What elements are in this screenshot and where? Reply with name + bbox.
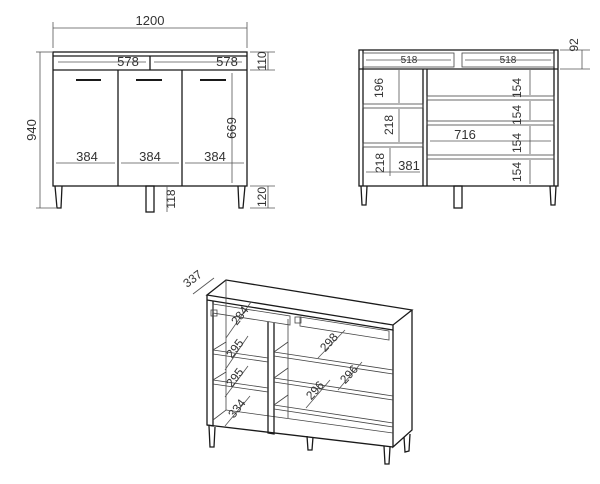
right-shelf-2-label: 154: [510, 105, 524, 125]
iso-inner-depth-dim: [225, 301, 252, 339]
iso-divider: [267, 322, 275, 435]
iso-right-3-dim: [305, 379, 331, 409]
iso-leg-front-right: [383, 445, 391, 465]
leg-right: [237, 185, 246, 209]
iso-right-side: [392, 310, 413, 449]
drawer-left-label: 578: [117, 54, 139, 69]
door-right-label: 384: [204, 149, 226, 164]
iso-right-1-dim: [317, 329, 346, 359]
iso-center-support: [306, 435, 314, 451]
drawer-box-left: [362, 52, 455, 68]
iso-left-3-dim: [224, 395, 251, 427]
left-shelf-2-label: 218: [382, 115, 396, 135]
iso-left-shelf-2: [212, 371, 269, 393]
interior-view: 518 518 92 196 218 218 381 716 154 154 1: [358, 38, 590, 209]
iso-leg-back-right: [403, 433, 411, 453]
cabinet-body: [52, 51, 248, 187]
door-left-label: 384: [76, 149, 98, 164]
interior-drawer-height-label: 92: [567, 38, 581, 52]
iso-left-2-dim: [224, 365, 249, 398]
interior-leg-right: [549, 185, 557, 206]
leg-left: [54, 185, 63, 209]
iso-right-3-label: 296: [303, 378, 327, 402]
iso-right-shelf-3: [273, 394, 394, 428]
door-height-label: 669: [224, 117, 239, 139]
right-shelf-2: [426, 120, 555, 126]
iso-depth-label: 337: [180, 267, 205, 290]
iso-view: 337 284 295 295 334 298 296 296: [180, 267, 414, 465]
iso-depth-dim: [192, 277, 215, 295]
door-mid-label: 384: [139, 149, 161, 164]
leg-height-label: 120: [255, 187, 269, 207]
height-label: 940: [24, 119, 39, 141]
left-shelf-1-label: 196: [372, 78, 386, 98]
right-width-label: 716: [454, 127, 476, 142]
iso-right-2-dim: [337, 361, 363, 391]
interior-center-support: [453, 185, 463, 209]
iso-drawer-right: [299, 316, 390, 341]
width-label: 1200: [136, 13, 165, 28]
iso-left-shelf-1: [212, 341, 269, 363]
iso-right-1-label: 298: [317, 330, 341, 354]
left-shelf-3-label: 218: [373, 153, 387, 173]
left-width-label: 381: [398, 158, 420, 173]
iso-bottom-front: [206, 424, 394, 448]
center-support: [145, 185, 155, 213]
iso-left-1-dim: [224, 335, 249, 371]
drawer-box-right: [461, 52, 555, 68]
leg-gap-label: 118: [164, 189, 178, 208]
front-view: 1200 578 578 384 384 384 669 118: [24, 13, 275, 213]
iso-drawer-slide-left: [210, 309, 218, 317]
left-shelf-2: [362, 142, 424, 148]
iso-right-shelf-1: [273, 341, 394, 375]
iso-left-side: [206, 300, 214, 427]
iso-drawer-slide-mid: [294, 316, 302, 324]
iso-left-1-label: 295: [223, 336, 247, 361]
interior-drawer-right-label: 518: [500, 55, 517, 66]
iso-right-shelf-2: [273, 367, 394, 401]
iso-right-2-label: 296: [337, 362, 361, 386]
drawer-height-label: 110: [255, 51, 269, 70]
interior-drawer-left-label: 518: [401, 55, 418, 66]
iso-leg-front-left: [208, 425, 216, 448]
left-shelf-1: [362, 103, 424, 109]
right-shelf-1-label: 154: [510, 78, 524, 98]
iso-bottom-inner: [212, 409, 394, 434]
right-shelf-4-label: 154: [510, 162, 524, 182]
drawer-right-label: 578: [216, 54, 238, 69]
interior-leg-left: [360, 185, 368, 206]
right-shelf-1: [426, 95, 555, 101]
right-shelf-3-label: 154: [510, 133, 524, 153]
iso-left-3-label: 334: [225, 396, 249, 421]
right-shelf-3: [426, 154, 555, 160]
